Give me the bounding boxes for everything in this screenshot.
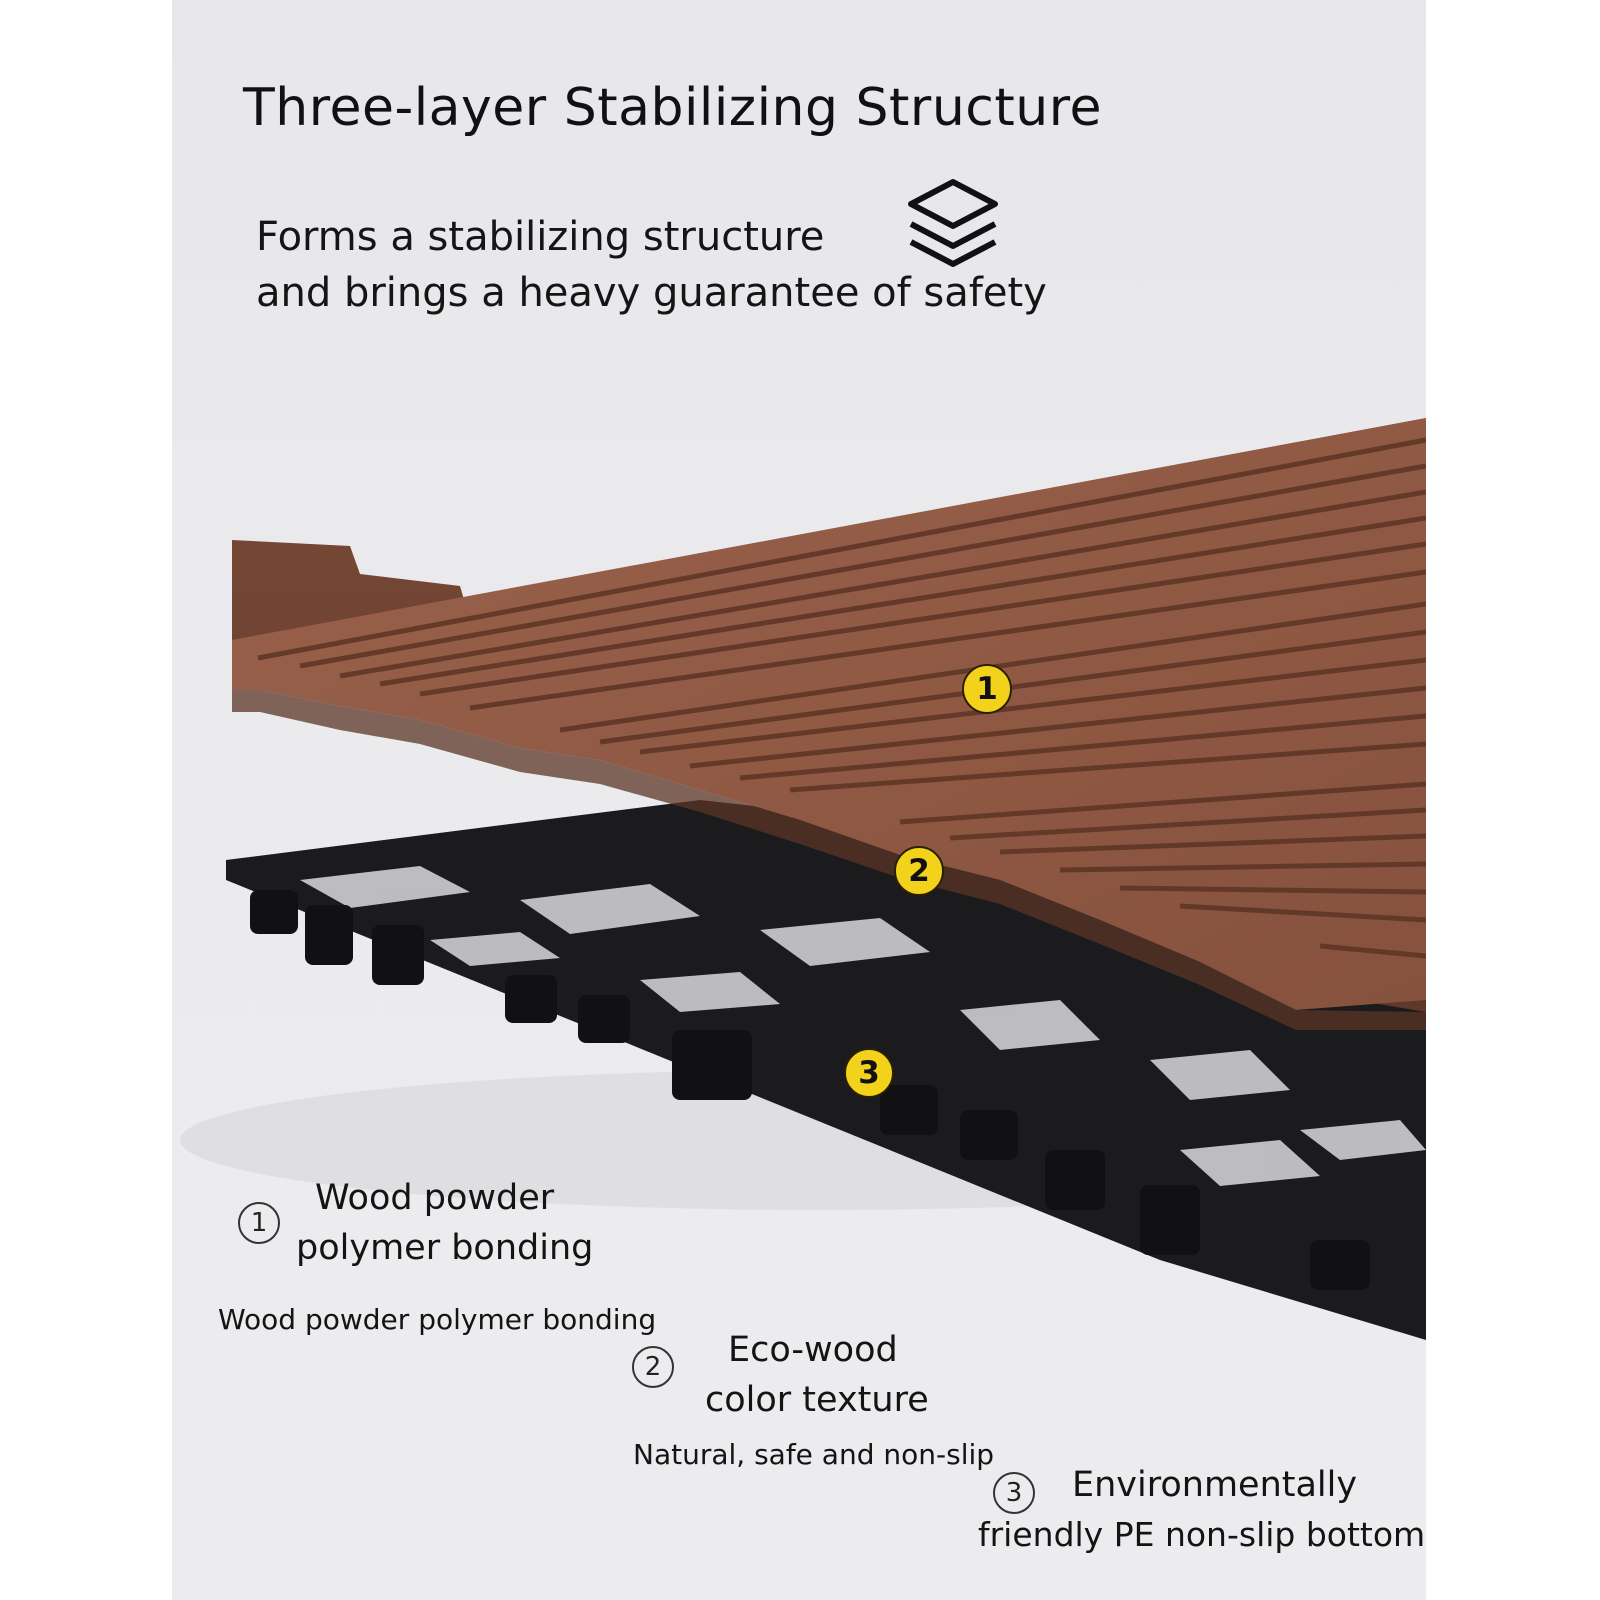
feature-1-title-line-2: polymer bonding [296, 1228, 594, 1268]
subtitle-line-2: and brings a heavy guarantee of safety [256, 270, 1047, 316]
wood-composite-board [232, 418, 1426, 1030]
page-title: Three-layer Stabilizing Structure [243, 78, 1102, 138]
feature-number-2: 2 [632, 1346, 674, 1388]
layers-icon [908, 179, 998, 267]
layer-marker-2: 2 [894, 846, 944, 896]
feature-2-title-line-1: Eco-wood [728, 1330, 898, 1370]
layer-marker-1: 1 [962, 664, 1012, 714]
feature-number-1: 1 [238, 1202, 280, 1244]
feature-3-title-line-2: friendly PE non-slip bottom [978, 1515, 1426, 1554]
layer-marker-3: 3 [844, 1048, 894, 1098]
feature-2-description: Natural, safe and non-slip [633, 1438, 995, 1471]
feature-1-title-line-1: Wood powder [315, 1178, 555, 1218]
feature-3-title-line-1: Environmentally [1072, 1465, 1358, 1505]
feature-1-description: Wood powder polymer bonding [218, 1303, 657, 1336]
feature-number-3: 3 [993, 1472, 1035, 1514]
subtitle-line-1: Forms a stabilizing structure [256, 214, 825, 260]
feature-2-title-line-2: color texture [705, 1380, 929, 1420]
